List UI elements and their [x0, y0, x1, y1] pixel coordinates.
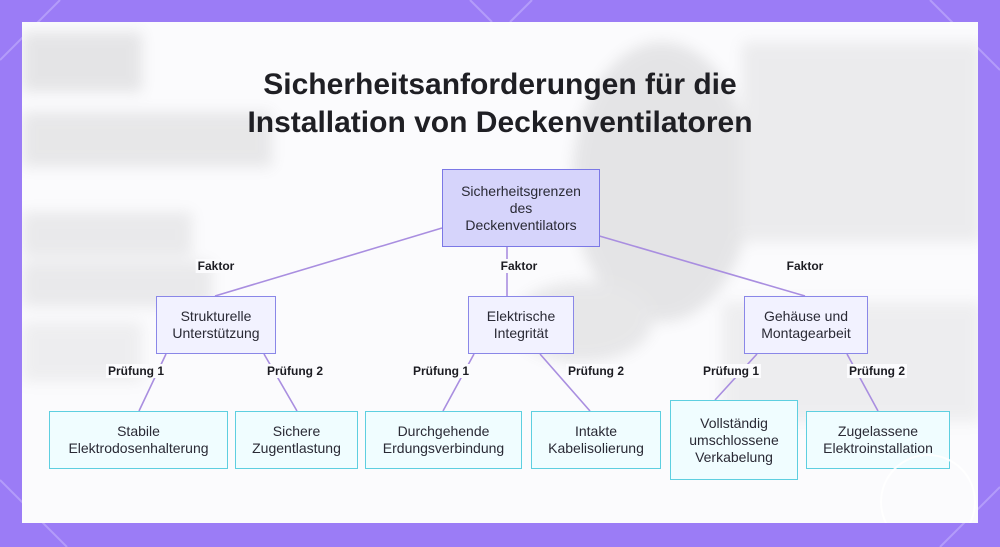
root-line-2: des [509, 199, 533, 216]
check-3-1-line-2: umschlossene [689, 431, 779, 448]
blurred-background-image [22, 32, 978, 422]
edge-label-factor-3: Faktor [784, 259, 826, 273]
check-node-grounding: Durchgehende Erdungsverbindung [365, 411, 522, 469]
check-2-2-line-2: Kabelisolierung [548, 440, 644, 456]
factor-2-line-1: Elektrische [486, 308, 556, 324]
root-node: Sicherheitsgrenzen des Deckenventilators [442, 169, 600, 247]
factor-1-line-2: Unterstützung [172, 325, 260, 341]
check-node-insulation: Intakte Kabelisolierung [531, 411, 661, 469]
connector-f1-c1 [138, 353, 167, 412]
check-node-stable-box: Stabile Elektrodosenhalterung [49, 411, 228, 469]
connector-f2-c1 [442, 353, 475, 412]
edge-label-check-2-a: Prüfung 2 [265, 364, 325, 378]
check-2-2-line-1: Intakte [574, 423, 618, 439]
edge-label-check-1-c: Prüfung 1 [701, 364, 761, 378]
factor-node-electrical: Elektrische Integrität [468, 296, 574, 354]
check-1-1-line-1: Stabile [117, 423, 160, 439]
root-line-1: Sicherheitsgrenzen [461, 182, 581, 199]
edge-label-check-1-a: Prüfung 1 [106, 364, 166, 378]
check-3-2-line-2: Elektroinstallation [823, 440, 933, 456]
edge-label-factor-1: Faktor [195, 259, 237, 273]
title-line-2: Installation von Deckenventilatoren [247, 106, 753, 139]
check-1-1-line-2: Elektrodosenhalterung [68, 440, 209, 456]
factor-2-line-2: Integrität [493, 325, 549, 341]
connector-f1-c2 [263, 353, 298, 412]
connector-root-factor-1 [214, 227, 443, 297]
root-line-3: Deckenventilators [465, 216, 577, 233]
connector-f2-c2 [539, 353, 591, 412]
factor-1-line-1: Strukturelle [180, 308, 252, 324]
edge-label-factor-2: Faktor [498, 259, 540, 273]
connector-root-factor-3 [571, 227, 806, 297]
page-title: Sicherheitsanforderungen für die Install… [22, 66, 978, 142]
connector-f3-c2 [846, 353, 879, 412]
edge-label-check-1-b: Prüfung 1 [411, 364, 471, 378]
check-1-2-line-1: Sichere [272, 423, 321, 439]
factor-node-structural: Strukturelle Unterstützung [156, 296, 276, 354]
check-1-2-line-2: Zugentlastung [252, 440, 341, 456]
factor-node-housing: Gehäuse und Montagearbeit [744, 296, 868, 354]
edge-label-check-2-b: Prüfung 2 [566, 364, 626, 378]
factor-3-line-2: Montagearbeit [761, 325, 851, 341]
edge-label-check-2-c: Prüfung 2 [847, 364, 907, 378]
title-line-1: Sicherheitsanforderungen für die [263, 68, 737, 101]
check-3-1-line-3: Verkabelung [695, 448, 773, 465]
diagram-card: Sicherheitsanforderungen für die Install… [22, 22, 978, 523]
check-3-1-line-1: Vollständig [700, 414, 768, 431]
check-2-1-line-1: Durchgehende [397, 423, 490, 439]
factor-3-line-1: Gehäuse und [763, 308, 849, 324]
check-node-enclosed-wiring: Vollständig umschlossene Verkabelung [670, 400, 798, 480]
check-3-2-line-1: Zugelassene [837, 423, 919, 439]
check-node-strain-relief: Sichere Zugentlastung [235, 411, 358, 469]
check-2-1-line-2: Erdungsverbindung [382, 440, 505, 456]
